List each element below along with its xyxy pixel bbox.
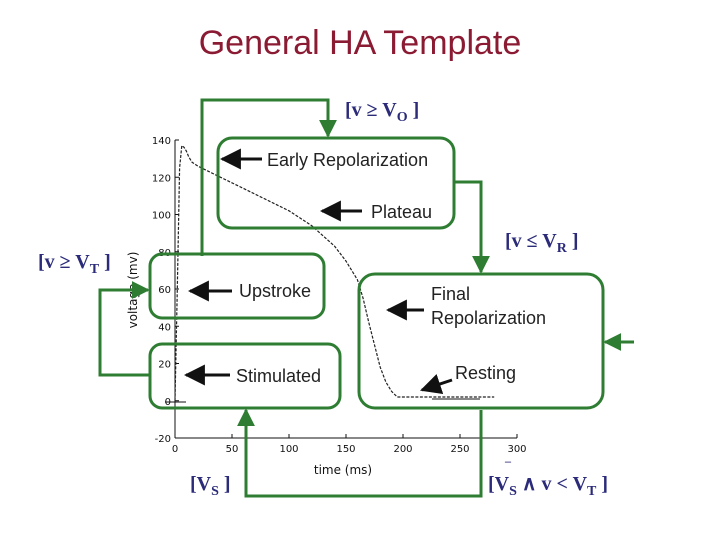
guard-overbar-mark: –	[504, 454, 512, 468]
y-tick-label: 140	[152, 136, 171, 147]
x-tick-labels: 0 50 100 150 200 250 300	[172, 434, 527, 455]
y-tick-label: -20	[155, 434, 171, 445]
x-tick-label: 300	[507, 444, 526, 455]
page-title: General HA Template	[198, 24, 522, 62]
x-tick-label: 200	[393, 444, 412, 455]
guard-vs: [VS ]	[190, 473, 231, 499]
guard-v-le-vr: [v ≤ VR ]	[505, 230, 579, 256]
arrow-resting	[420, 374, 453, 394]
x-tick-label: 50	[226, 444, 239, 455]
label-early-repolarization: Early Repolarization	[267, 150, 428, 170]
x-tick-label: 0	[172, 444, 178, 455]
label-plateau: Plateau	[371, 202, 432, 222]
x-tick-label: 150	[336, 444, 355, 455]
guard-v-ge-vo: [v ≥ VO ]	[345, 99, 419, 125]
transition-resting-to-stimulated[interactable]	[237, 408, 483, 498]
y-tick-label: 120	[152, 173, 171, 184]
guard-vs-and-v-lt-vt: [VS ∧ v < VT ]	[488, 473, 608, 499]
label-upstroke: Upstroke	[239, 281, 311, 301]
y-tick-label: 100	[152, 211, 171, 222]
label-final-line2: Repolarization	[431, 308, 546, 328]
transition-upstroke-to-early-repol[interactable]	[200, 98, 337, 256]
transition-plateau-to-final-repol[interactable]	[454, 180, 490, 274]
label-resting: Resting	[455, 363, 516, 383]
label-final-line1: Final	[431, 284, 470, 304]
state-upstroke[interactable]	[148, 252, 326, 320]
y-tick-label: 40	[158, 322, 171, 333]
state-final-repolarization-resting[interactable]	[357, 272, 605, 410]
label-stimulated: Stimulated	[236, 366, 321, 386]
action-potential-curve	[174, 144, 495, 401]
x-axis-label: time (ms)	[314, 463, 372, 477]
y-tick-label: 60	[158, 285, 171, 296]
x-tick-label: 250	[450, 444, 469, 455]
transition-stimulated-to-upstroke[interactable]	[98, 281, 150, 377]
x-tick-label: 100	[279, 444, 298, 455]
guard-v-ge-vt: [v ≥ VT ]	[38, 251, 111, 277]
y-tick-label: 20	[158, 360, 171, 371]
